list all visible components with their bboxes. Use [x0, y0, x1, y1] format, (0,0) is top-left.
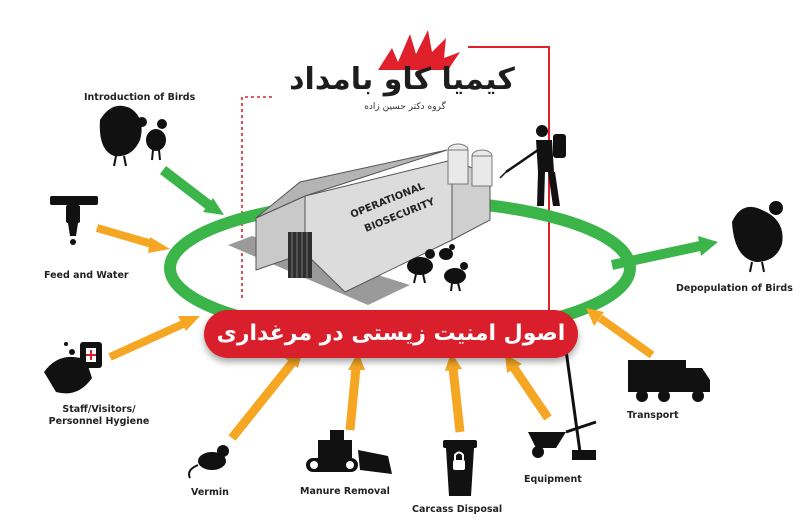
label-staff: Staff/Visitors/ Personnel Hygiene: [43, 404, 155, 428]
hand-hygiene-icon: [44, 342, 102, 394]
logo-guide-line-right: [468, 46, 550, 320]
logo-subtitle: گروه دکتر حسین زاده: [364, 102, 446, 112]
depopulation-arrow: [610, 236, 718, 270]
chickens-icon: [407, 244, 468, 292]
carcass-arrow: [445, 352, 465, 433]
label-staff-line2: Personnel Hygiene: [48, 416, 150, 427]
feed-water-arrow: [95, 224, 170, 253]
bulldozer-icon: [306, 430, 392, 474]
logo-flame-icon: [378, 30, 460, 70]
rat-icon: [188, 445, 229, 479]
title-banner: اصول امنیت زیستی در مرغداری: [204, 310, 578, 358]
logo-guide-line-left: [241, 96, 272, 300]
manure-arrow: [345, 352, 365, 431]
hen-icon: [732, 201, 783, 273]
vermin-arrow: [228, 349, 303, 441]
label-manure: Manure Removal: [300, 486, 390, 497]
truck-icon: [628, 360, 710, 402]
label-staff-line1: Staff/Visitors/: [62, 404, 136, 415]
label-transport: Transport: [627, 410, 679, 421]
sprayer-person-icon: [499, 125, 566, 206]
staff-arrow: [108, 316, 200, 361]
label-feed-water: Feed and Water: [44, 270, 129, 281]
faucet-icon: [50, 196, 98, 245]
introduction-arrow: [159, 166, 224, 215]
transport-arrow: [586, 308, 655, 359]
label-vermin: Vermin: [191, 487, 229, 498]
poultry-house: [228, 143, 493, 305]
logo-title: کیمیا کاو بامداد: [289, 62, 515, 97]
trash-bin-icon: [443, 440, 477, 496]
wheelbarrow-icon: [528, 349, 597, 460]
label-equipment: Equipment: [524, 474, 582, 485]
label-depopulation: Depopulation of Birds: [676, 283, 793, 294]
label-introduction: Introduction of Birds: [84, 92, 196, 103]
turkey-icon: [99, 105, 167, 167]
label-carcass: Carcass Disposal: [412, 504, 503, 515]
equipment-arrow: [505, 354, 552, 421]
